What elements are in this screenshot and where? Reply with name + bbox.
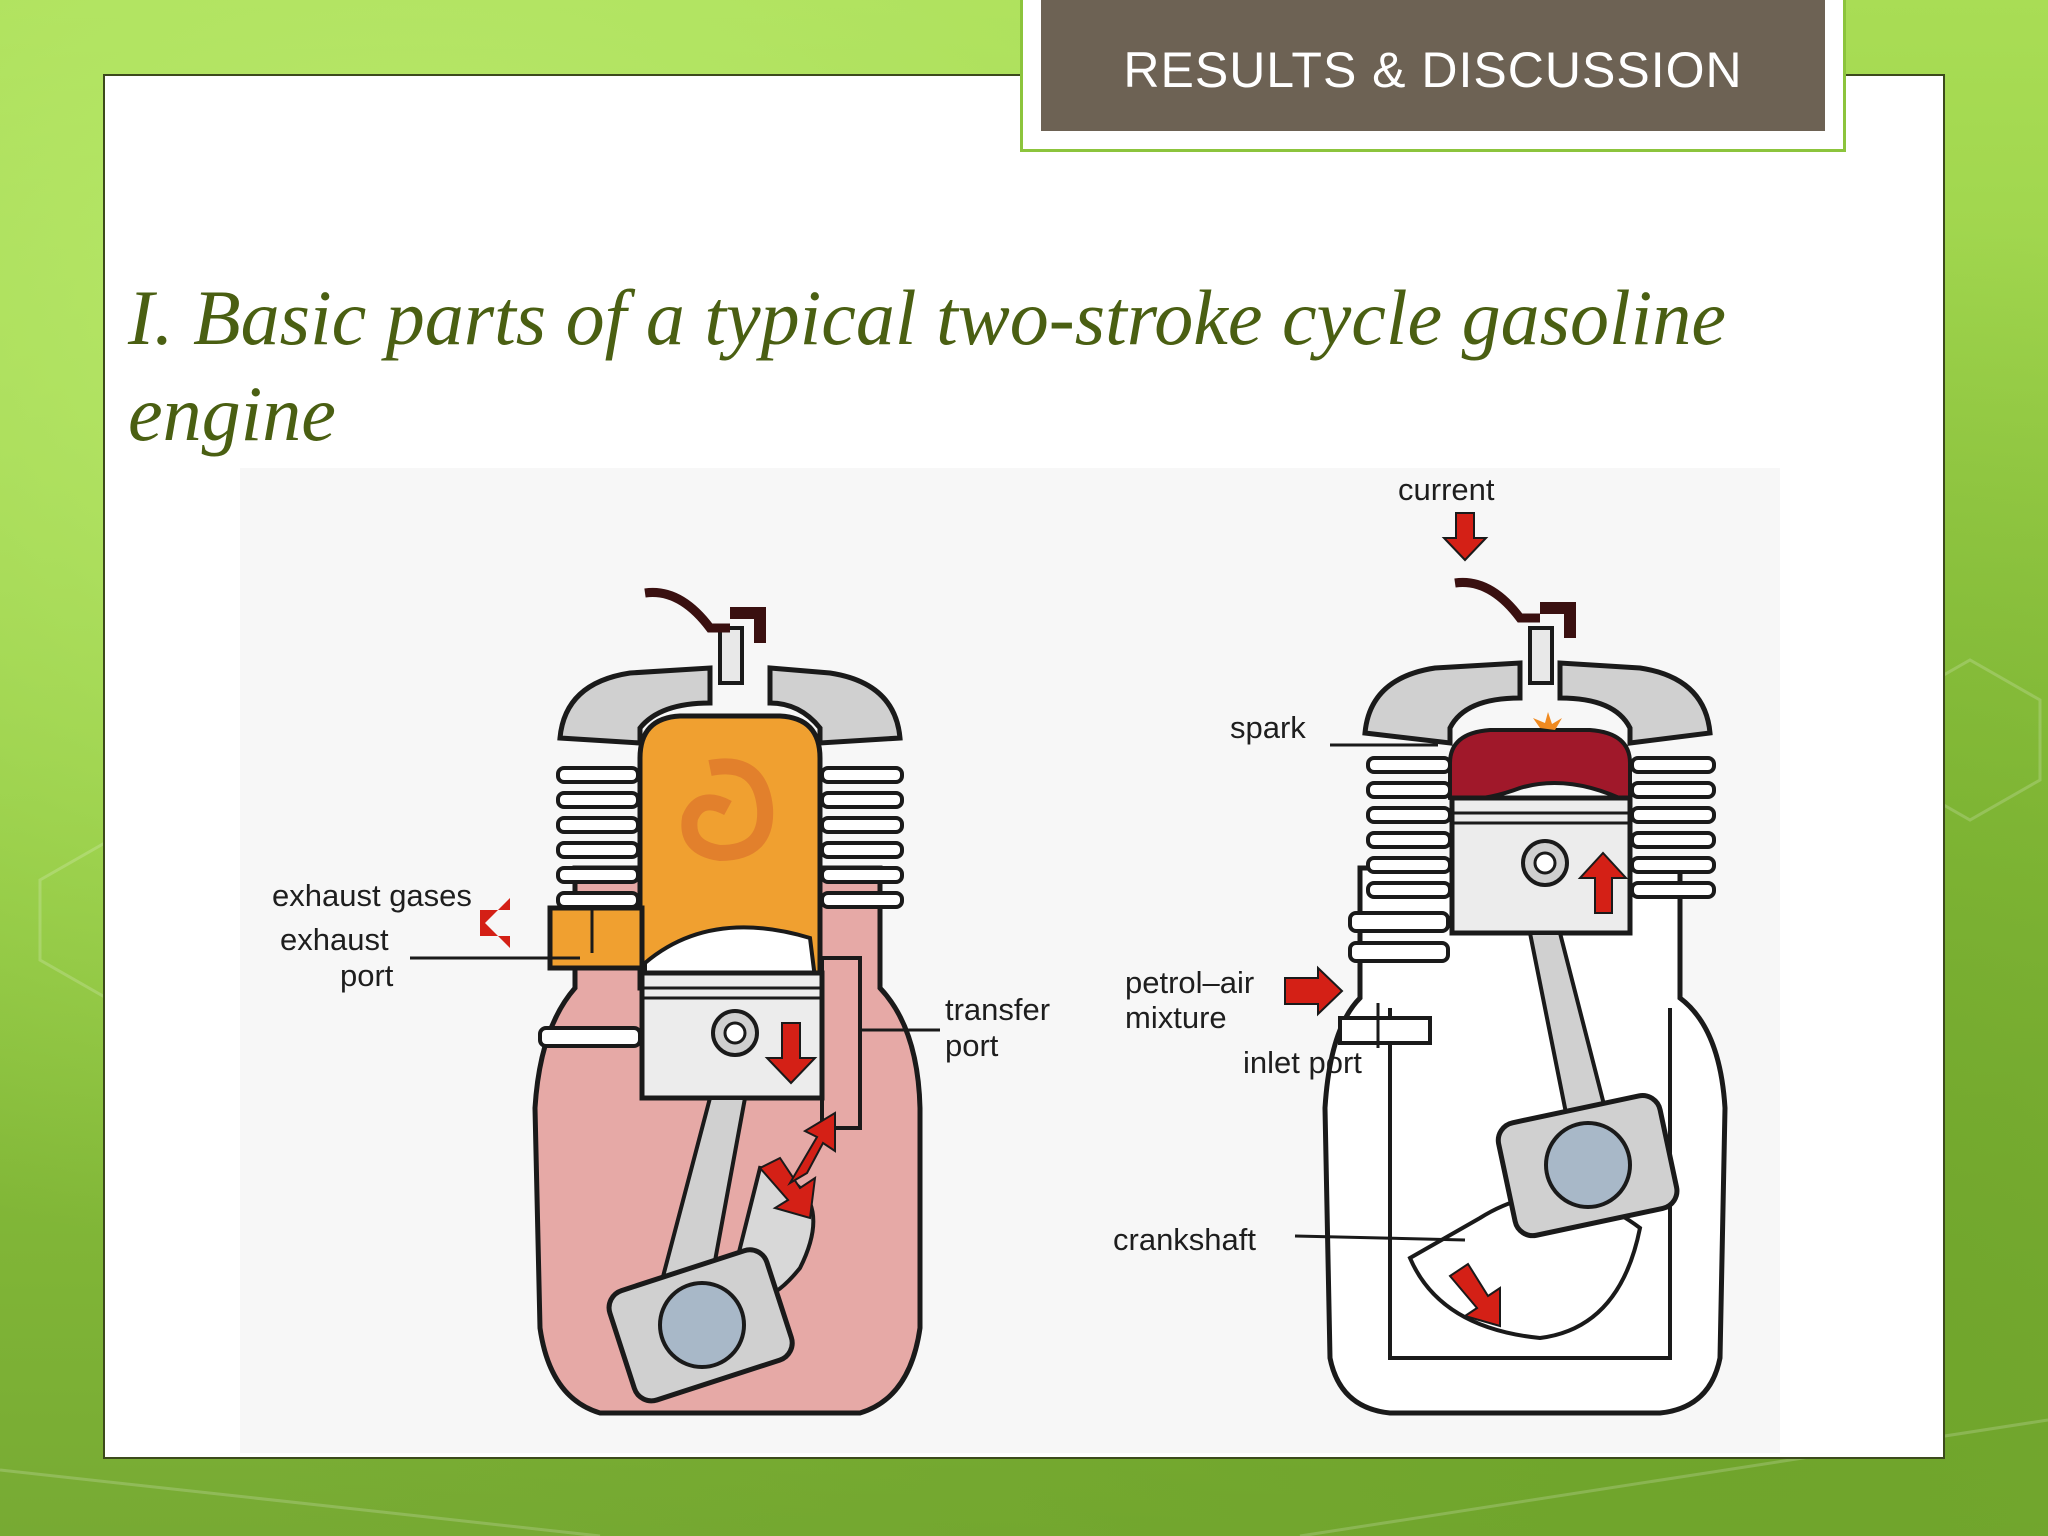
current-arrow [1441,512,1489,562]
left-cylinder-head [557,665,713,746]
label-exhaust-gases: exhaust gases [272,878,472,913]
label-exhaust-port-2: port [340,958,394,993]
right-compressed-charge [1448,728,1632,807]
right-inlet-port [1338,1016,1432,1045]
crankshaft-rotation-arrow [1448,1262,1501,1328]
left-transfer-arrow-2 [787,1111,836,1186]
left-cylinder-head-right [767,665,903,746]
left-crankshaft-journal [658,1281,746,1369]
left-cooling-fins-left [556,766,640,909]
slide-title: I. Basic parts of a typical two-stroke c… [128,270,1828,462]
left-transfer-arrow-1 [758,1156,817,1220]
right-cooling-fins-left [1366,756,1452,899]
section-header-band: RESULTS & DISCUSSION [1041,0,1825,131]
engine-diagram: exhaust gases exhaust port transfer port [272,472,1728,1416]
left-transfer-passage [820,956,862,1130]
right-crankshaft-journal [1544,1121,1632,1209]
left-ht-lead [644,587,730,633]
left-exhaust-arrow [480,898,510,948]
label-exhaust-port-1: exhaust [280,922,389,957]
slide-title-line-2: engine [128,370,336,457]
section-header-text: RESULTS & DISCUSSION [1123,41,1743,98]
petrol-air-arrow [1284,965,1344,1017]
spark-icon [1533,712,1562,730]
slide-title-line-1: I. Basic parts of a typical two-stroke c… [128,274,1726,361]
label-transfer-2: port [945,1028,999,1063]
right-cooling-fins-right [1630,756,1716,899]
right-engine: current spark petrol–air mixture inlet p… [1113,472,1728,1416]
label-petrol-air-1: petrol–air [1125,965,1254,1000]
right-cylinder-head-left [1362,660,1523,746]
label-current: current [1398,472,1495,507]
right-piston-up-arrow [1577,851,1629,914]
label-crankshaft: crankshaft [1113,1222,1256,1257]
left-cooling-fins-right [820,766,904,909]
left-spark-plug [718,626,744,685]
label-spark: spark [1230,710,1306,745]
left-piston-crown [643,925,818,980]
label-petrol-air-2: mixture [1125,1000,1227,1035]
engine-diagram-figure: exhaust gases exhaust port transfer port [240,468,1780,1453]
label-inlet-port: inlet port [1243,1045,1362,1080]
left-piston-down-arrow [764,1022,818,1085]
right-ht-lead [1454,577,1540,623]
left-engine: exhaust gases exhaust port transfer port [272,587,1050,1416]
right-cylinder-head-right [1557,660,1713,746]
label-transfer-1: transfer [945,992,1050,1027]
right-spark-plug [1528,626,1554,685]
section-header-tab: RESULTS & DISCUSSION [1020,0,1846,152]
left-swirl [681,758,774,862]
